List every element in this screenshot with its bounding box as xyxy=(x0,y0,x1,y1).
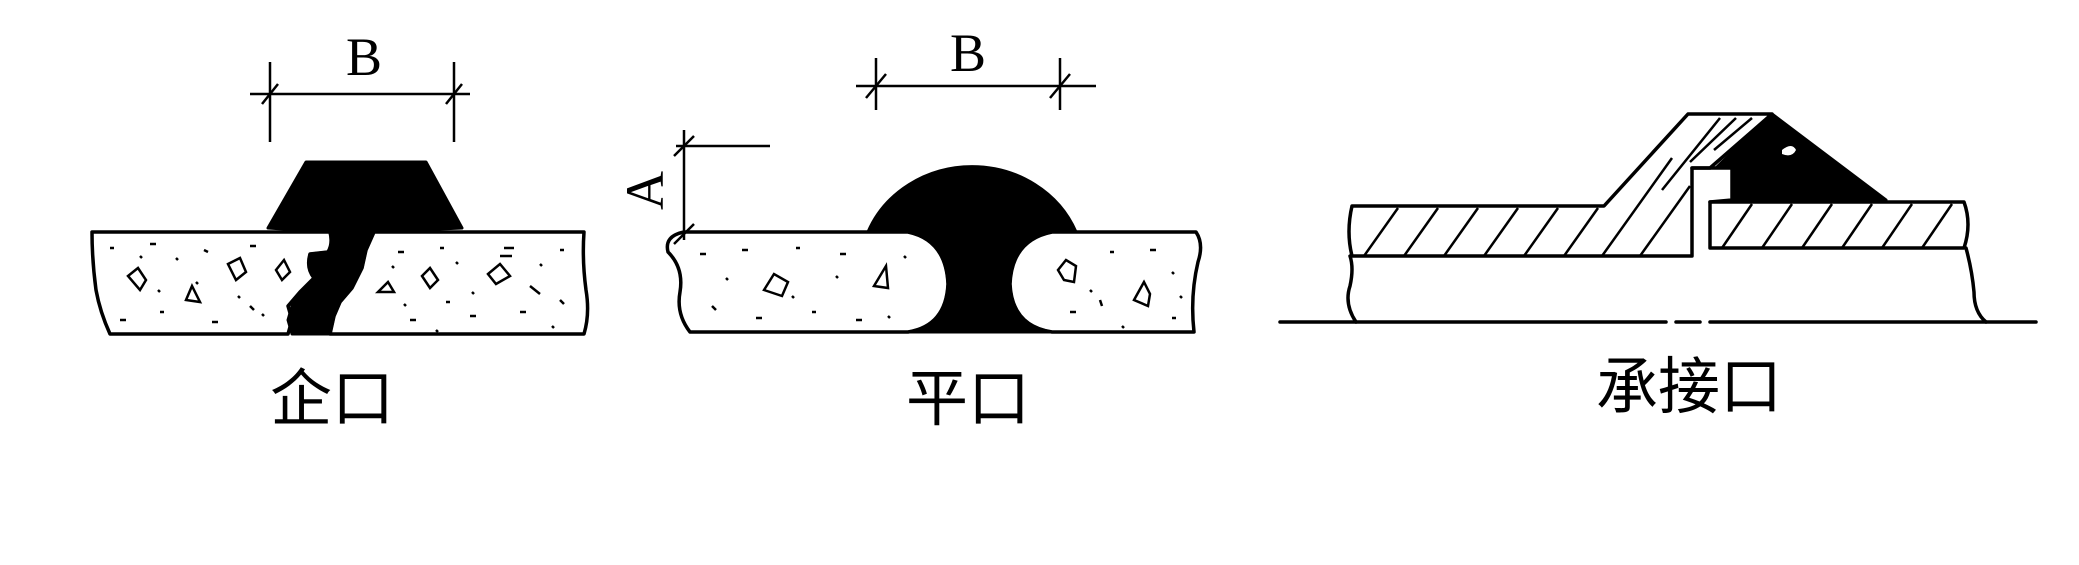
dim-b-left-label: B xyxy=(346,27,383,87)
socket-pipe-body xyxy=(1346,254,1358,324)
flat-left-slab xyxy=(665,230,950,334)
socket-spigot-wall xyxy=(1708,200,1970,250)
socket-spigot-hatching xyxy=(1720,203,1954,249)
tongue-groove-texture xyxy=(110,242,565,333)
tongue-groove-dimension-b xyxy=(250,62,470,142)
socket-caption: 承接口 xyxy=(1596,350,1783,423)
flat-dimension-b xyxy=(856,58,1096,110)
socket-seal-mark xyxy=(1782,146,1796,156)
flat-texture xyxy=(700,246,1183,329)
flat-right-slab xyxy=(1008,230,1203,334)
flat-dimension-a xyxy=(673,130,770,245)
tongue-groove-joint xyxy=(90,62,590,336)
tongue-groove-seal xyxy=(266,160,464,336)
dim-b-right-label: B xyxy=(950,23,987,83)
flat-caption: 平口 xyxy=(906,362,1031,435)
dim-a-label: A xyxy=(615,171,675,210)
socket-bell-hatching xyxy=(1362,117,1753,257)
socket-joint xyxy=(1278,112,2038,324)
flat-seal xyxy=(866,165,1078,334)
flat-joint xyxy=(665,58,1203,334)
tongue-groove-caption: 企口 xyxy=(270,362,395,435)
socket-bell-wall xyxy=(1347,112,1774,258)
